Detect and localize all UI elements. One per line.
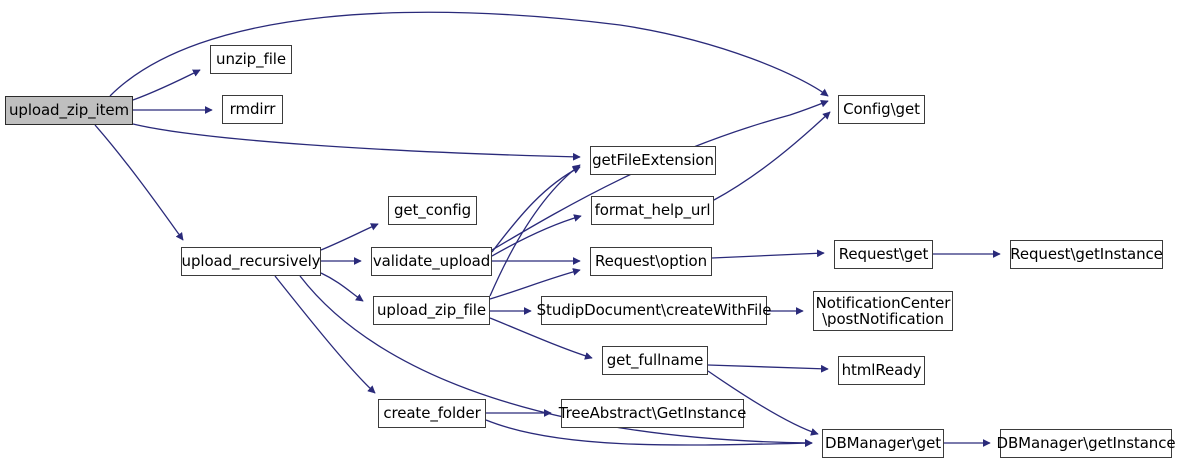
edge-upload_recursively-to-create_folder xyxy=(274,275,376,394)
node-Request_get[interactable]: Request\get xyxy=(834,240,933,269)
node-label: get_fullname xyxy=(606,351,704,370)
edge-upload_recursively-to-DBManager_get xyxy=(299,275,813,447)
edge-paths xyxy=(94,11,1001,448)
node-label: DBManager\getInstance xyxy=(996,434,1176,453)
node-label: upload_recursively xyxy=(181,252,321,271)
edge-upload_zip_item-to-unzip_file xyxy=(132,69,201,101)
node-upload_zip_file[interactable]: upload_zip_file xyxy=(373,296,490,325)
node-label: create_folder xyxy=(383,404,481,423)
node-DBManager_getInstance[interactable]: DBManager\getInstance xyxy=(997,429,1176,458)
node-upload_zip_item[interactable]: upload_zip_item xyxy=(5,96,133,125)
node-Config_get[interactable]: Config\get xyxy=(838,95,925,124)
edge-validate_upload-to-Config_get xyxy=(491,99,829,251)
node-label: upload_zip_file xyxy=(377,301,486,320)
edge-Request_option-to-Request_get xyxy=(711,249,825,259)
edge-format_help_url-to-Config_get xyxy=(713,111,831,201)
node-label: htmlReady xyxy=(841,361,922,380)
node-upload_recursively[interactable]: upload_recursively xyxy=(181,247,321,276)
node-label: Config\get xyxy=(843,100,920,119)
node-create_folder[interactable]: create_folder xyxy=(378,399,486,428)
node-label: Request\getInstance xyxy=(1010,245,1163,264)
node-DBManager_get[interactable]: DBManager\get xyxy=(822,429,944,458)
node-get_fullname[interactable]: get_fullname xyxy=(602,346,708,375)
edge-upload_recursively-to-get_config xyxy=(320,223,379,251)
node-label: upload_zip_item xyxy=(8,101,130,120)
node-Request_option[interactable]: Request\option xyxy=(590,247,712,276)
node-label: validate_upload xyxy=(372,252,491,271)
node-label: rmdirr xyxy=(229,100,276,119)
node-StudipDocument_createWithFile[interactable]: StudipDocument\createWithFile xyxy=(537,296,771,325)
node-NotificationCenter_postNotification[interactable]: NotificationCenter \postNotification xyxy=(813,291,953,331)
node-label: StudipDocument\createWithFile xyxy=(536,301,772,320)
node-format_help_url[interactable]: format_help_url xyxy=(591,196,714,225)
node-label: DBManager\get xyxy=(825,434,941,453)
edge-get_fullname-to-htmlReady xyxy=(707,364,829,373)
edge-upload_recursively-to-upload_zip_file xyxy=(320,272,364,302)
edge-upload_zip_item-to-getFileExtension xyxy=(132,123,581,161)
node-validate_upload[interactable]: validate_upload xyxy=(371,247,492,276)
node-unzip_file[interactable]: unzip_file xyxy=(210,45,292,74)
edge-get_fullname-to-DBManager_get xyxy=(707,370,819,436)
node-getFileExtension[interactable]: getFileExtension xyxy=(590,146,716,175)
edge-upload_zip_file-to-get_fullname xyxy=(489,317,593,360)
node-label: Request\get xyxy=(838,245,929,264)
node-label: getFileExtension xyxy=(592,151,714,170)
edge-upload_zip_item-to-upload_recursively xyxy=(94,124,184,241)
node-label: format_help_url xyxy=(594,201,711,220)
edge-upload_zip_item-to-Config_get xyxy=(109,11,829,97)
edge-upload_zip_file-to-getFileExtension xyxy=(489,164,581,297)
edge-validate_upload-to-getFileExtension xyxy=(491,166,581,253)
edge-create_folder-to-DBManager_get xyxy=(485,419,813,448)
node-label: unzip_file xyxy=(216,50,286,69)
node-htmlReady[interactable]: htmlReady xyxy=(838,356,925,385)
node-label: NotificationCenter \postNotification xyxy=(815,293,951,328)
node-label: get_config xyxy=(393,201,472,220)
node-get_config[interactable]: get_config xyxy=(388,196,477,225)
node-rmdirr[interactable]: rmdirr xyxy=(222,95,283,124)
node-label: TreeAbstract\GetInstance xyxy=(558,404,747,423)
node-Request_getInstance[interactable]: Request\getInstance xyxy=(1010,240,1163,269)
edge-validate_upload-to-format_help_url xyxy=(491,214,582,257)
edge-upload_zip_file-to-Request_option xyxy=(489,268,581,300)
node-TreeAbstract_GetInstance[interactable]: TreeAbstract\GetInstance xyxy=(559,399,746,428)
node-label: Request\option xyxy=(594,252,708,271)
